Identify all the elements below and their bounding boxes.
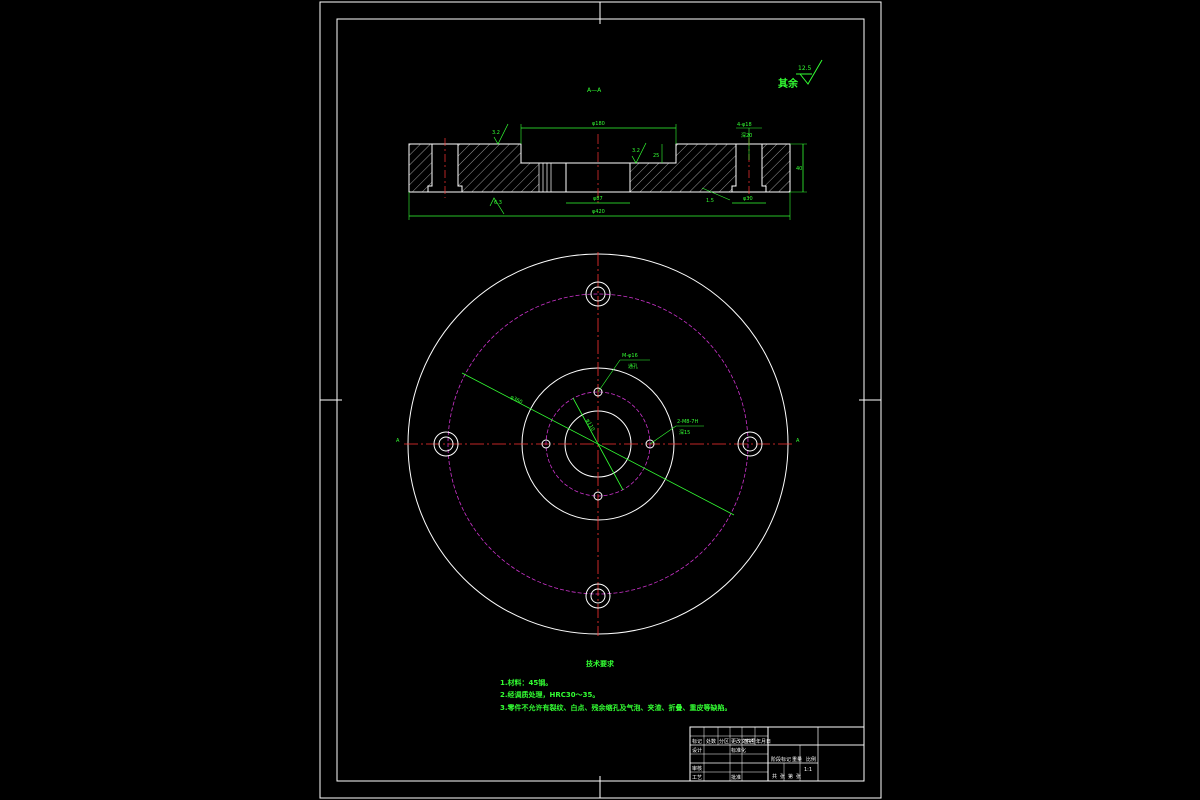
tb-row1-4: 签名	[744, 738, 754, 745]
dim-top-bore: φ180	[592, 121, 605, 127]
dim-inner-pitch: φ110	[584, 418, 595, 432]
tb-row2-0: 设计	[692, 747, 702, 754]
tapped-hole-left	[539, 163, 551, 192]
note-item-2: 2.经调质处理，HRC30～35。	[500, 690, 599, 699]
bolt-hole-left	[433, 431, 459, 457]
dim-height: 40	[796, 166, 802, 172]
plan-view: φ360 φ110 M-φ16 通孔 2-M8-7H 深15 A A	[396, 252, 800, 636]
tb-sheet-3: 张	[796, 773, 801, 780]
callout-tapped-leader	[649, 425, 677, 445]
dim-overall: φ420	[592, 209, 605, 215]
bolt-hole-top	[585, 281, 611, 307]
note-item-1: 1.材料：45钢。	[500, 678, 552, 687]
tb-row3-0: 审核	[692, 765, 702, 772]
dim-depth: 25	[653, 153, 659, 159]
callout-threaded-leader	[597, 359, 621, 393]
tb-row1-3: 更改文件号	[731, 738, 756, 745]
callout-tapped: 2-M8-7H	[677, 419, 698, 425]
chamfer-label: 1.5	[706, 198, 714, 204]
section-title: A—A	[587, 87, 602, 94]
dim-inner-pitch-line	[572, 397, 624, 491]
roughness-bore: 3.2	[632, 148, 640, 154]
small-hole-bottom	[593, 491, 603, 501]
hatch-right	[676, 144, 790, 192]
dim-bottom-bore: φ87	[593, 196, 603, 202]
bolt-hole-right	[737, 431, 763, 457]
section-mark-left: A	[396, 438, 400, 444]
tb-sheet-0: 共	[772, 773, 777, 780]
chamfer-leader	[701, 187, 731, 201]
tb-sheet-2: 第	[788, 773, 793, 780]
tb-row1-0: 标记	[692, 738, 702, 745]
technical-notes: 技术要求 1.材料：45钢。 2.经调质处理，HRC30～35。 3.零件不允许…	[500, 659, 732, 712]
roughness-symbol	[799, 59, 823, 85]
roughness-label: 其余	[778, 77, 799, 90]
cbore-left-outline	[427, 144, 463, 192]
tb-row2-2: 标准化	[731, 747, 746, 754]
hole-callout-sub: 深20	[741, 132, 752, 139]
roughness-bore-symbol	[631, 142, 647, 164]
dim-pitch-dia: φ360	[509, 394, 523, 405]
roughness-left: 3.2	[492, 130, 500, 136]
small-hole-top	[593, 387, 603, 397]
section-view: φ180 25 φ87 φ420 40 φ30 4-φ18 深20 1.5 3.…	[408, 121, 807, 220]
notes-heading: 技术要求	[586, 659, 615, 668]
tb-row4-0: 工艺	[692, 775, 702, 781]
hatch-mid-right	[630, 163, 676, 192]
bottom-bore-outline	[565, 163, 631, 192]
cbore-right-outline	[731, 144, 767, 192]
tb-row1-5: 年月日	[756, 738, 771, 745]
tb-row4-2: 批准	[731, 774, 741, 781]
tb-stage-0: 阶段标记	[771, 756, 791, 763]
hole-callout-top: 4-φ18	[737, 122, 752, 128]
note-item-3: 3.零件不允许有裂纹、白点、残余缩孔及气泡、夹渣、折叠、重皮等缺陷。	[500, 703, 732, 712]
callout-threaded-sub: 通孔	[628, 363, 638, 370]
roughness-left-symbol	[493, 123, 509, 145]
dim-cbore: φ30	[743, 196, 753, 202]
callout-tapped-sub: 深15	[679, 429, 690, 436]
tb-stage-2: 比例	[806, 756, 816, 763]
bolt-hole-bottom	[585, 583, 611, 609]
roughness-bottom: 6.3	[494, 200, 502, 206]
tb-scale: 1:1	[804, 767, 812, 773]
general-roughness-mark: 其余 12.5	[778, 59, 823, 90]
tb-row1-1: 处数	[706, 738, 716, 745]
hatch-left	[409, 144, 521, 192]
tapped-hole-outline	[538, 163, 552, 192]
roughness-value: 12.5	[798, 65, 812, 72]
small-hole-left	[541, 439, 551, 449]
callout-threaded: M-φ16	[622, 353, 638, 359]
tb-row1-2: 分区	[719, 738, 729, 745]
section-mark-right: A	[796, 438, 800, 444]
tb-stage-1: 重量	[792, 756, 802, 763]
tb-sheet-1: 张	[780, 773, 785, 780]
title-block: 标记 处数 分区 更改文件号 签名 年月日 设计 标准化 审核 工艺 批准 阶段…	[689, 726, 865, 782]
small-hole-right	[645, 439, 655, 449]
roughness-bottom-symbol	[489, 197, 505, 215]
